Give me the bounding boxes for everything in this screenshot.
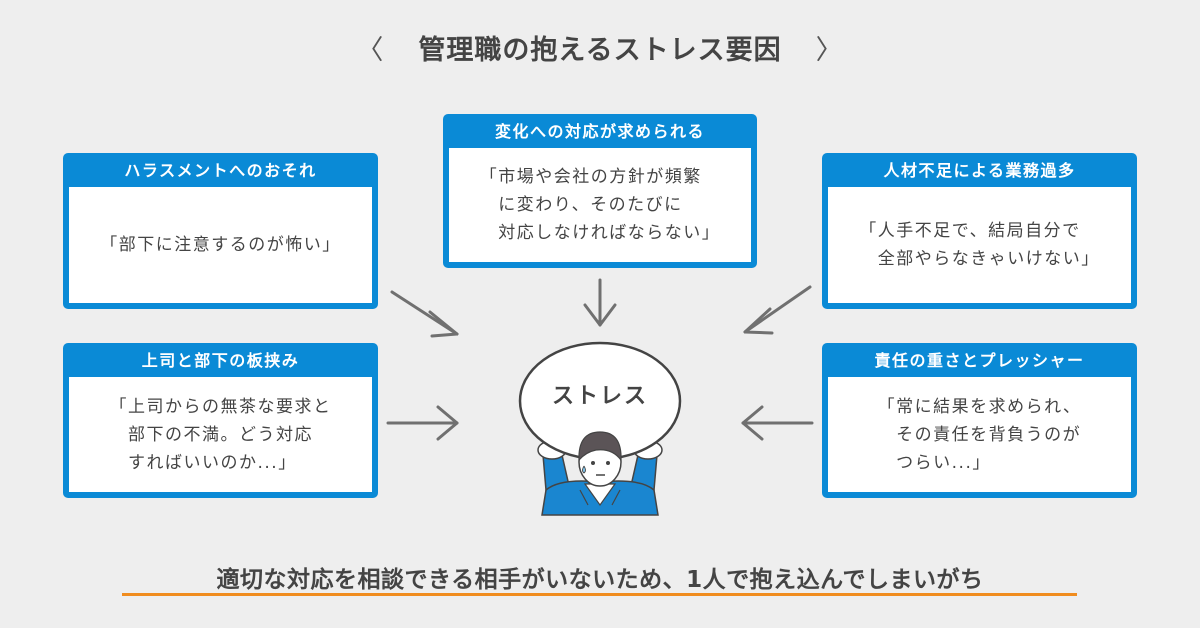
card-title: 上司と部下の板挟み — [141, 351, 300, 370]
card-harassment: ハラスメントへのおそれ 「部下に注意するのが怖い」 — [63, 153, 378, 309]
card-body: 「人手不足で、結局自分で 全部やらなきゃいけない」 — [828, 187, 1131, 303]
footer-underline — [122, 593, 1077, 596]
card-title: 責任の重さとプレッシャー — [874, 351, 1085, 370]
title-text: 管理職の抱えるストレス要因 — [418, 35, 782, 66]
arrow-right-icon — [386, 405, 459, 441]
card-responsibility: 責任の重さとプレッシャー 「常に結果を求められ、 その責任を背負うのが つらい.… — [822, 343, 1137, 498]
card-title: 人材不足による業務過多 — [883, 161, 1076, 180]
arrow-down-left-icon — [743, 285, 812, 335]
card-quote: 「人手不足で、結局自分で 全部やらなきゃいけない」 — [859, 221, 1100, 269]
card-quote: 「常に結果を求められ、 その責任を背負うのが つらい...」 — [877, 396, 1082, 473]
right-bracket: 〉 — [815, 35, 844, 66]
card-body: 「部下に注意するのが怖い」 — [69, 187, 372, 303]
card-quote: 「部下に注意するのが怖い」 — [100, 235, 341, 255]
card-body: 「上司からの無茶な要求と 部下の不満。どう対応 すればいいのか...」 — [69, 377, 372, 492]
card-quote: 「市場や会社の方針が頻繁 に変わり、そのたびに 対応しなければならない」 — [479, 167, 721, 243]
card-caught-between: 上司と部下の板挟み 「上司からの無茶な要求と 部下の不満。どう対応 すればいいの… — [63, 343, 378, 498]
card-title: ハラスメントへのおそれ — [124, 161, 317, 180]
arrow-left-icon — [741, 405, 814, 441]
arrow-down-right-icon — [390, 290, 459, 338]
footer-summary: 適切な対応を相談できる相手がいないため、1人で抱え込んでしまいがち — [216, 567, 984, 593]
arrow-down-icon — [583, 278, 617, 327]
card-body: 「常に結果を求められ、 その責任を背負うのが つらい...」 — [828, 377, 1131, 492]
card-quote: 「上司からの無茶な要求と 部下の不満。どう対応 すればいいのか...」 — [109, 396, 332, 473]
stress-label: ストレス — [551, 384, 648, 409]
card-staff-shortage: 人材不足による業務過多 「人手不足で、結局自分で 全部やらなきゃいけない」 — [822, 153, 1137, 309]
person-holding-stress-icon — [518, 341, 682, 516]
card-body: 「市場や会社の方針が頻繁 に変わり、そのたびに 対応しなければならない」 — [449, 148, 751, 262]
card-title: 変化への対応が求められる — [494, 122, 705, 141]
card-change: 変化への対応が求められる 「市場や会社の方針が頻繁 に変わり、そのたびに 対応し… — [443, 114, 757, 268]
left-bracket: 〈 — [356, 35, 385, 66]
page-title: 〈 管理職の抱えるストレス要因 〉 — [0, 28, 1200, 67]
